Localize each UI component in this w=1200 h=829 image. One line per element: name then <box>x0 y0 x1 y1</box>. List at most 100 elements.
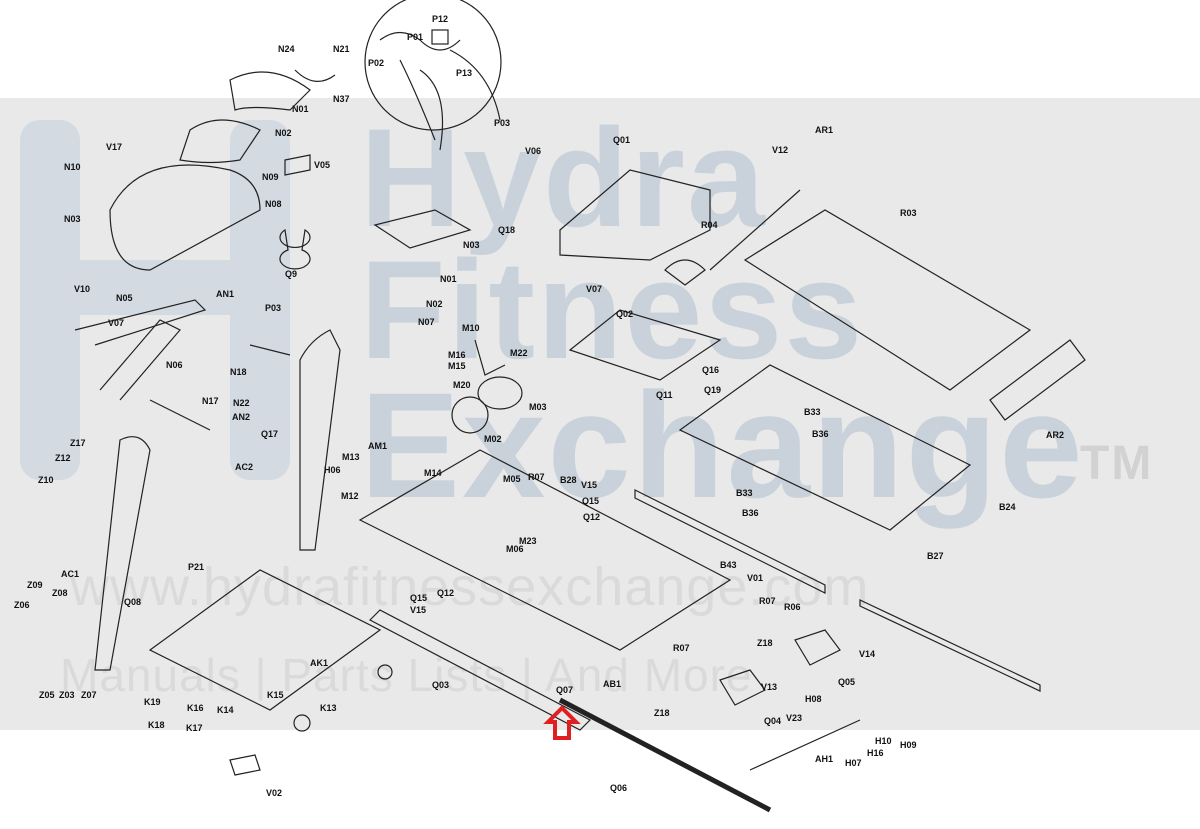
part-label: N18 <box>230 367 247 377</box>
part-label: N06 <box>166 360 183 370</box>
right-upright-ac2 <box>299 329 341 551</box>
part-label: Q15 <box>410 593 427 603</box>
part-label: R03 <box>900 208 917 218</box>
part-label: Z08 <box>52 588 68 598</box>
part-label: Q16 <box>702 365 719 375</box>
part-label: AN2 <box>232 412 250 422</box>
part-label: R07 <box>673 643 690 653</box>
part-label: AC2 <box>235 462 253 472</box>
part-label: R07 <box>759 596 776 606</box>
side-rail-rear <box>859 599 1041 692</box>
part-label: Z18 <box>654 708 670 718</box>
part-label: V23 <box>786 713 802 723</box>
rear-cap-q05 <box>794 629 841 666</box>
watermark-url: www.hydrafitnessexchange.com <box>70 557 870 617</box>
part-label: N37 <box>333 94 350 104</box>
part-label: B33 <box>804 407 821 417</box>
part-label: M20 <box>453 380 471 390</box>
part-label: M13 <box>342 452 360 462</box>
part-label: B24 <box>999 502 1016 512</box>
part-label: N01 <box>440 274 457 284</box>
highlight-arrow-icon <box>543 705 581 740</box>
part-label: AR1 <box>815 125 833 135</box>
part-label: Q04 <box>764 716 781 726</box>
part-label: N05 <box>116 293 133 303</box>
part-label: R06 <box>784 602 801 612</box>
wire-p03 <box>449 49 501 121</box>
watermark-logo-icon <box>20 120 290 480</box>
rear-cap-q04 <box>719 669 766 706</box>
handle-arm <box>99 319 181 401</box>
handle-tube <box>149 399 211 431</box>
watermark-tagline: Manuals | Parts Lists | And More <box>60 649 753 701</box>
part-label: R07 <box>528 472 545 482</box>
part-label: H09 <box>900 740 917 750</box>
part-label: K14 <box>217 705 234 715</box>
motor-bracket <box>474 339 506 376</box>
part-label: H10 <box>875 736 892 746</box>
left-upright-ac1 <box>94 436 151 671</box>
part-label: K17 <box>186 723 203 733</box>
part-label: Q18 <box>498 225 515 235</box>
part-label: N08 <box>265 199 282 209</box>
part-label: Z09 <box>27 580 43 590</box>
wiring-detail-circle <box>364 0 502 131</box>
part-label: Q12 <box>437 588 454 598</box>
part-label: B36 <box>812 429 829 439</box>
part-label: P03 <box>494 118 510 128</box>
part-label: V12 <box>772 145 788 155</box>
part-label: N03 <box>64 214 81 224</box>
part-label: Q9 <box>285 269 297 279</box>
part-label: Q08 <box>124 597 141 607</box>
base-frame-ak1 <box>148 569 382 711</box>
part-label: M15 <box>448 361 466 371</box>
part-label: Q12 <box>583 512 600 522</box>
part-label: M23 <box>519 536 537 546</box>
part-label: N24 <box>278 44 295 54</box>
part-label: M22 <box>510 348 528 358</box>
part-label: V01 <box>747 573 763 583</box>
part-label: K16 <box>187 703 204 713</box>
part-label: Z18 <box>757 638 773 648</box>
wire <box>419 69 443 151</box>
part-label: Q06 <box>610 783 627 793</box>
part-label: Z17 <box>70 438 86 448</box>
part-label: N21 <box>333 44 350 54</box>
part-label: V15 <box>410 605 426 615</box>
part-label: Q19 <box>704 385 721 395</box>
part-label: N03 <box>463 240 480 250</box>
part-label: AR2 <box>1046 430 1064 440</box>
console-body <box>109 164 261 271</box>
motor-hood-q01 <box>559 169 711 261</box>
part-label: Q17 <box>261 429 278 439</box>
part-label: B28 <box>560 475 577 485</box>
speaker-cable <box>294 69 336 82</box>
watermark-line2: Fitness <box>360 231 865 388</box>
part-label: V13 <box>761 682 777 692</box>
watermark-line3: Exchange <box>360 361 1085 529</box>
wheel <box>377 664 393 680</box>
console-group <box>109 0 502 271</box>
part-label: M10 <box>462 323 480 333</box>
part-label: H08 <box>805 694 822 704</box>
part-label: Q03 <box>432 680 449 690</box>
side-rail-q03 <box>368 609 592 731</box>
part-label: N10 <box>64 162 81 172</box>
side-rail-right <box>634 489 826 594</box>
deck-base-b27 <box>678 364 972 531</box>
part-label: K15 <box>267 690 284 700</box>
part-label: N09 <box>262 172 279 182</box>
part-label: M14 <box>424 468 442 478</box>
part-label: Q11 <box>656 390 673 400</box>
wire <box>399 59 436 141</box>
watermark-line1: Hydra <box>360 99 767 256</box>
main-frame <box>358 449 732 651</box>
part-label: Z07 <box>81 690 97 700</box>
deck-group <box>634 189 1086 692</box>
part-label: B27 <box>927 551 944 561</box>
part-label: Z05 <box>39 690 55 700</box>
part-label: K13 <box>320 703 337 713</box>
part-label: B43 <box>720 560 737 570</box>
main-frame-group <box>148 449 861 813</box>
